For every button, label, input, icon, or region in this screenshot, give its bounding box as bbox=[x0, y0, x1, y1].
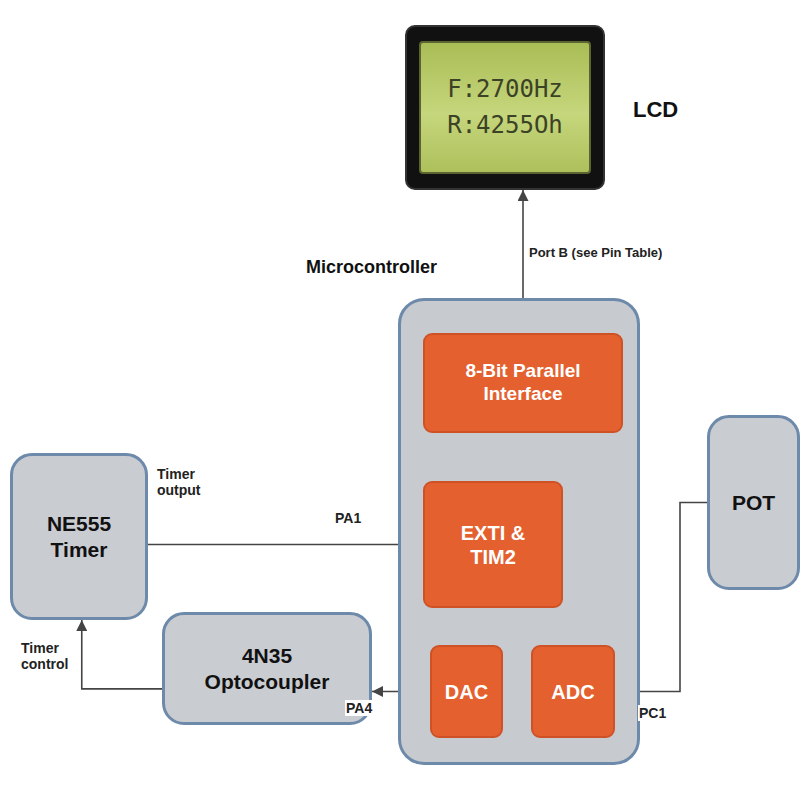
dac-block: DAC bbox=[430, 645, 503, 738]
timer-block: EXTI & TIM2 bbox=[423, 481, 563, 608]
microcontroller-box: Microcontroller8-Bit Parallel InterfaceE… bbox=[398, 298, 640, 765]
lcd-readout: F:2700Hz bbox=[407, 75, 603, 104]
signal-arrow bbox=[82, 620, 162, 689]
edge-label: Port B (see Pin Table) bbox=[528, 246, 663, 261]
block-label: 8-Bit Parallel Interface bbox=[448, 360, 598, 406]
signal-arrow bbox=[148, 544, 423, 546]
block-label: EXTI & TIM2 bbox=[448, 521, 538, 569]
edge-label: Timer control bbox=[20, 640, 80, 672]
edge-label: PC1 bbox=[638, 705, 667, 721]
edge-label: PA4 bbox=[345, 700, 373, 716]
device-label: LCD bbox=[633, 97, 678, 123]
adc-block: ADC bbox=[531, 645, 615, 738]
edge-label: PA1 bbox=[334, 510, 362, 526]
block-label: ADC bbox=[551, 680, 594, 704]
timer-chip-box: NE555 Timer bbox=[10, 453, 148, 620]
potentiometer-box: POT bbox=[707, 415, 800, 590]
block-heading: Microcontroller bbox=[306, 257, 437, 279]
block-label: POT bbox=[732, 490, 775, 515]
block-label: DAC bbox=[445, 680, 488, 704]
signal-label: Timer output bbox=[156, 466, 218, 498]
lcd-display: F:2700HzR:4255OhLCD bbox=[405, 25, 605, 190]
lcd-readout: R:4255Oh bbox=[407, 111, 603, 140]
block-label: NE555 Timer bbox=[29, 511, 129, 561]
block-label: 4N35 Optocoupler bbox=[192, 643, 342, 693]
optocoupler-box: 4N35 Optocoupler bbox=[162, 612, 372, 725]
interface-block: 8-Bit Parallel Interface bbox=[423, 333, 623, 433]
lcd-screen bbox=[419, 41, 591, 174]
